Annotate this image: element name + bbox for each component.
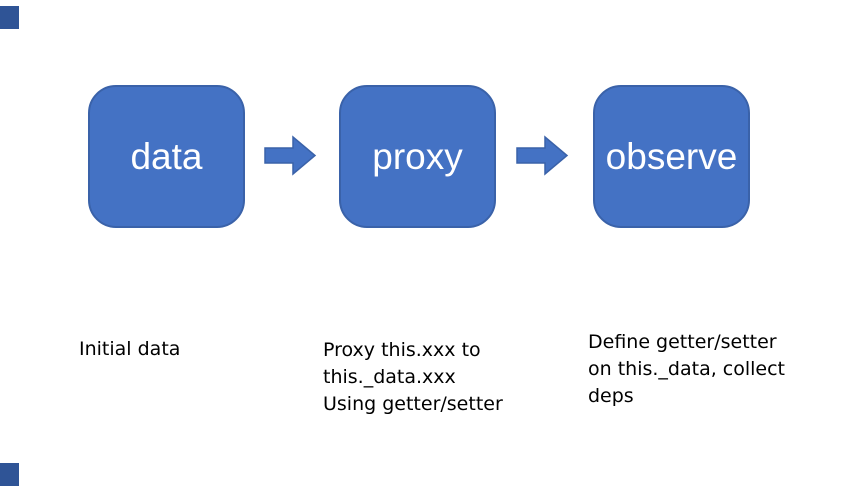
caption-line: Proxy this.xxx to	[323, 339, 481, 361]
caption-initial-data: Initial data	[79, 336, 180, 363]
clipped-shape-fragment-bottom-left-icon	[0, 463, 19, 486]
right-block-arrow-icon	[264, 135, 317, 176]
node-data-label: data	[130, 135, 203, 177]
node-proxy-label: proxy	[372, 135, 463, 177]
caption-line: deps	[588, 385, 634, 407]
clipped-shape-fragment-top-left-icon	[0, 6, 19, 29]
right-block-arrow-icon	[516, 135, 569, 176]
caption-line: Define getter/setter	[588, 331, 777, 353]
node-proxy: proxy	[339, 85, 496, 228]
node-observe-label: observe	[605, 135, 738, 177]
caption-line: Using getter/setter	[323, 393, 503, 415]
caption-line: this._data.xxx	[323, 366, 456, 388]
node-observe: observe	[593, 85, 750, 228]
caption-proxy: Proxy this.xxx to this._data.xxx Using g…	[323, 337, 503, 418]
caption-line: Initial data	[79, 338, 181, 360]
caption-line: on this._data, collect	[588, 358, 786, 380]
caption-observe: Define getter/setter on this._data, coll…	[588, 329, 785, 410]
node-data: data	[88, 85, 245, 228]
